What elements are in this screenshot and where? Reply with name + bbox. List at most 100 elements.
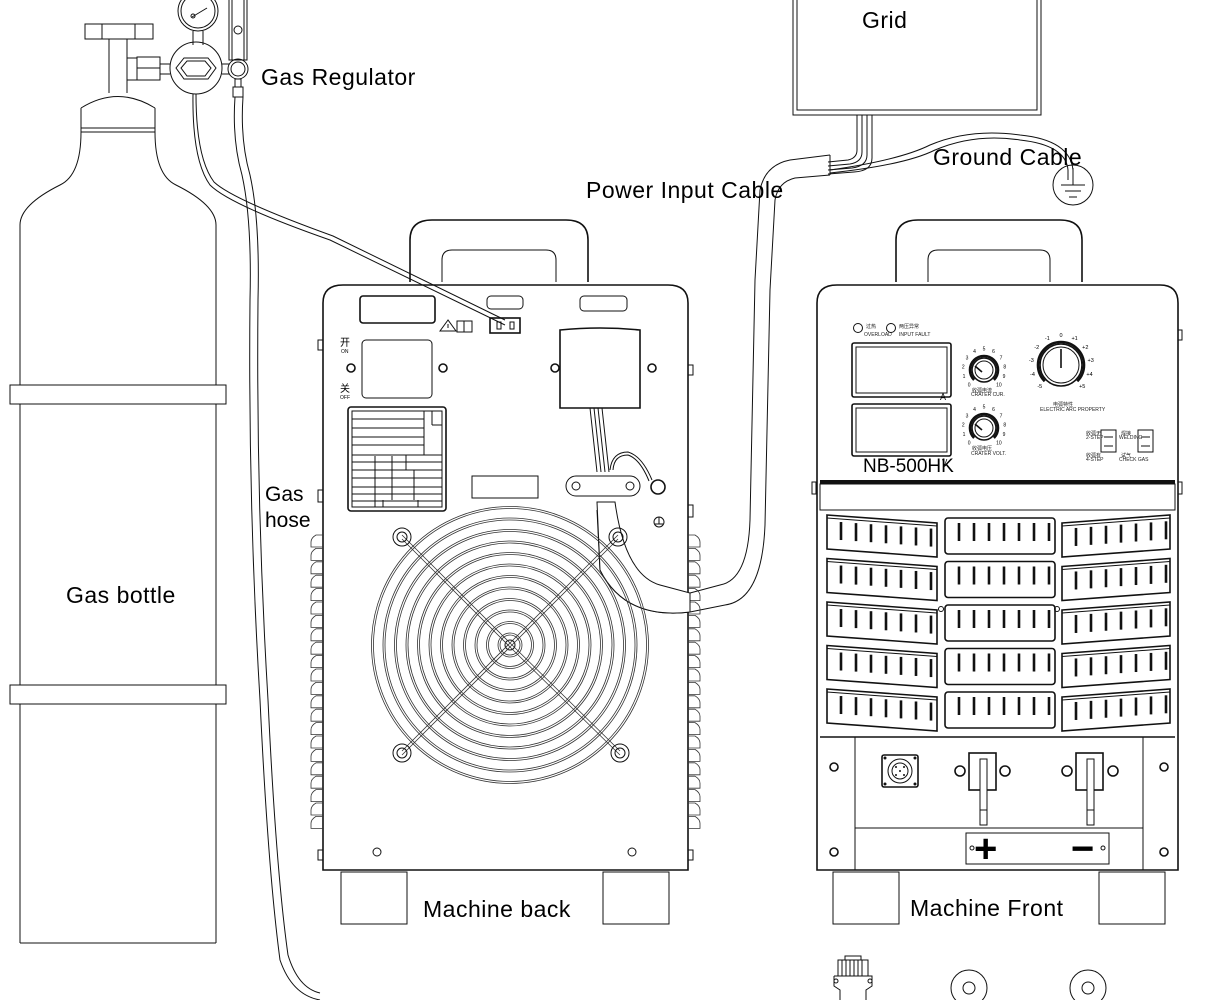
power-switch[interactable] <box>361 339 433 399</box>
knob-ring <box>974 418 994 438</box>
machine-back-label: Machine back <box>423 896 571 922</box>
knob-scale-label: 8 <box>1003 364 1006 370</box>
knob-scale-label: +1 <box>1071 336 1077 342</box>
fin <box>688 588 701 601</box>
grid-box: Grid <box>792 0 1042 116</box>
fin <box>688 735 701 749</box>
fin <box>310 588 323 601</box>
knob-scale-arc <box>968 412 1000 439</box>
grille-strut <box>509 646 621 756</box>
fin <box>688 708 701 722</box>
knob-scale-label: 3 <box>966 413 969 419</box>
knob-scale-label: 7 <box>1000 413 1003 419</box>
fin <box>688 749 701 762</box>
fin <box>688 628 701 642</box>
fin <box>310 574 323 588</box>
cable-clamp <box>565 475 641 497</box>
louver-slat <box>944 691 1056 729</box>
knob-ring <box>974 360 994 380</box>
louver-slat <box>826 514 938 558</box>
fan-screw-inner <box>396 747 408 759</box>
knob-scale-label: -1 <box>1045 336 1050 342</box>
knob-ring <box>1042 346 1080 384</box>
fin <box>310 601 323 615</box>
knob-scale-label: 5 <box>983 347 986 353</box>
control-panel: 过热 OVERLOAD 两压异常 INPUT FAULT A V NB-500H… <box>851 323 1154 477</box>
fin <box>688 816 701 829</box>
grille-ring <box>442 577 578 713</box>
knob-body <box>971 357 997 383</box>
ground-symbol-icon <box>1052 164 1094 206</box>
fin <box>688 655 701 668</box>
knob-pointer <box>974 423 983 431</box>
arc-property-knob[interactable]: -5-4-3-2-10+1+2+3+4+5 <box>1029 333 1094 390</box>
switch-off-en: OFF <box>340 395 350 401</box>
svg-text:OVERLOAD: OVERLOAD <box>864 332 892 338</box>
fin <box>688 762 701 776</box>
grid-label: Grid <box>862 7 907 33</box>
grille-strut <box>509 538 619 648</box>
knob-scale-label: -5 <box>1037 384 1042 390</box>
svg-text:两压异常: 两压异常 <box>899 323 919 330</box>
input-fault-indicator <box>886 323 896 333</box>
svg-text:WELDING: WELDING <box>1119 435 1142 441</box>
fin <box>688 641 701 655</box>
grille-ring <box>417 552 603 738</box>
grille-ring <box>405 540 615 750</box>
fin <box>688 548 701 561</box>
fin <box>688 695 701 709</box>
machine-back: 开 ON 关 OFF <box>310 219 701 925</box>
cable-lug-icon <box>950 969 988 1000</box>
svg-text:收弧有: 收弧有 <box>1086 452 1101 459</box>
svg-text:过热: 过热 <box>866 323 876 330</box>
weld-check-gas-switch[interactable] <box>1137 429 1154 453</box>
grille-ring <box>474 609 546 681</box>
heater-socket[interactable] <box>489 317 521 334</box>
louver-edge <box>826 604 938 614</box>
knob-scale-label: +4 <box>1086 372 1092 378</box>
knob-scale-arc <box>1036 340 1086 383</box>
louver-slat <box>1061 557 1171 602</box>
knob-body <box>1039 343 1083 387</box>
grille-strut <box>401 534 511 644</box>
fan-screw <box>392 527 412 547</box>
positive-output-terminal[interactable] <box>954 752 1011 826</box>
knob-scale-arc <box>968 354 1000 381</box>
knob-scale-label: 4 <box>973 407 976 413</box>
louver-edge <box>1061 561 1171 570</box>
polarity-plate <box>965 832 1110 865</box>
fin <box>310 695 323 709</box>
svg-text:焊接: 焊接 <box>1121 430 1131 437</box>
gas-bottle: Gas bottle <box>9 23 227 944</box>
svg-text:CHECK GAS: CHECK GAS <box>1119 457 1149 463</box>
grille-ring <box>476 611 544 679</box>
knob-scale-label: +2 <box>1082 345 1088 351</box>
accessories <box>833 955 1107 1000</box>
fan-screw-inner <box>612 531 624 543</box>
fin <box>310 749 323 762</box>
louver-screw <box>1054 606 1060 612</box>
grille-ring <box>419 554 601 736</box>
fin <box>688 802 701 816</box>
mode-switch-2t-4t[interactable] <box>1100 429 1117 453</box>
fin <box>310 708 323 722</box>
fin <box>310 561 323 575</box>
svg-text:V: V <box>942 458 948 467</box>
fin <box>310 802 323 816</box>
louver-slat <box>826 557 938 602</box>
louver-slat <box>826 688 938 732</box>
grille-ring <box>430 565 590 725</box>
knob-scale-label: -2 <box>1034 345 1039 351</box>
control-socket[interactable] <box>881 754 919 788</box>
fin <box>688 561 701 575</box>
knob-scale-label: 0 <box>968 441 971 447</box>
knob-scale-label: 0 <box>968 383 971 389</box>
model-number: NB-500HK <box>863 456 954 477</box>
fin <box>310 816 323 829</box>
grille-ring <box>373 508 647 782</box>
negative-output-terminal[interactable] <box>1061 752 1119 826</box>
gas-hose-label-line2: hose <box>265 509 311 532</box>
grille-ring <box>486 621 534 669</box>
